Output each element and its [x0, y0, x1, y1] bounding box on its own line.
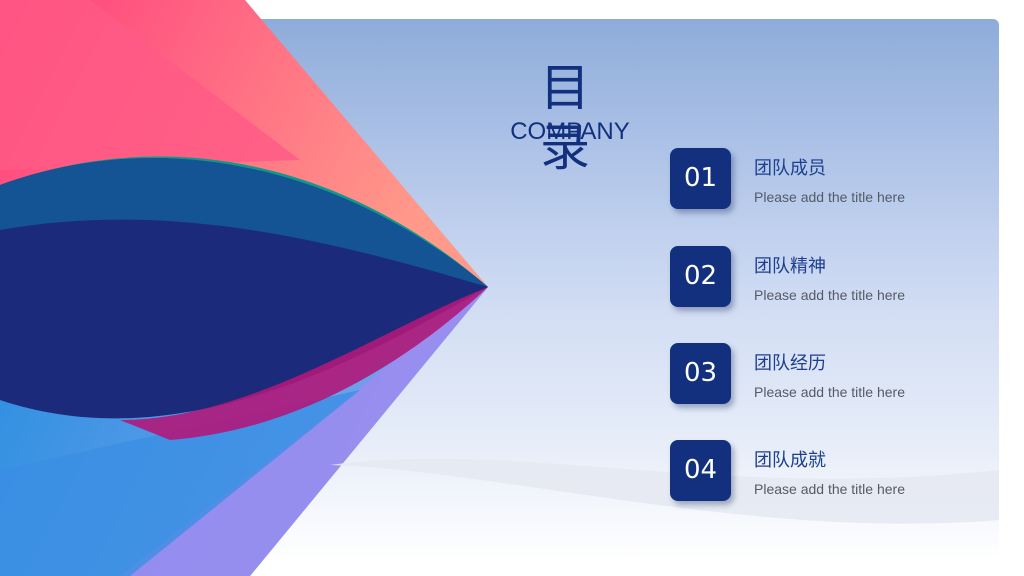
toc-number-badge: 04 — [670, 440, 731, 501]
toc-item-description: Please add the title here — [754, 481, 905, 497]
toc-item-title: 团队经历 — [754, 353, 826, 374]
page-subtitle: COMPANY — [510, 118, 630, 145]
toc-item-3[interactable]: 03 团队经历 Please add the title here — [670, 343, 990, 405]
toc-number-badge: 03 — [670, 343, 731, 404]
toc-item-description: Please add the title here — [754, 384, 905, 400]
toc-item-4[interactable]: 04 团队成就 Please add the title here — [670, 440, 990, 502]
toc-item-description: Please add the title here — [754, 287, 905, 303]
toc-number-badge: 01 — [670, 148, 731, 209]
toc-item-2[interactable]: 02 团队精神 Please add the title here — [670, 246, 990, 308]
page-title: 目 录 — [540, 59, 600, 177]
toc-number-badge: 02 — [670, 246, 731, 307]
toc-item-title: 团队成员 — [754, 158, 826, 179]
toc-item-title: 团队精神 — [754, 256, 826, 277]
toc-item-1[interactable]: 01 团队成员 Please add the title here — [670, 148, 990, 210]
toc-item-description: Please add the title here — [754, 189, 905, 205]
toc-item-title: 团队成就 — [754, 450, 826, 471]
